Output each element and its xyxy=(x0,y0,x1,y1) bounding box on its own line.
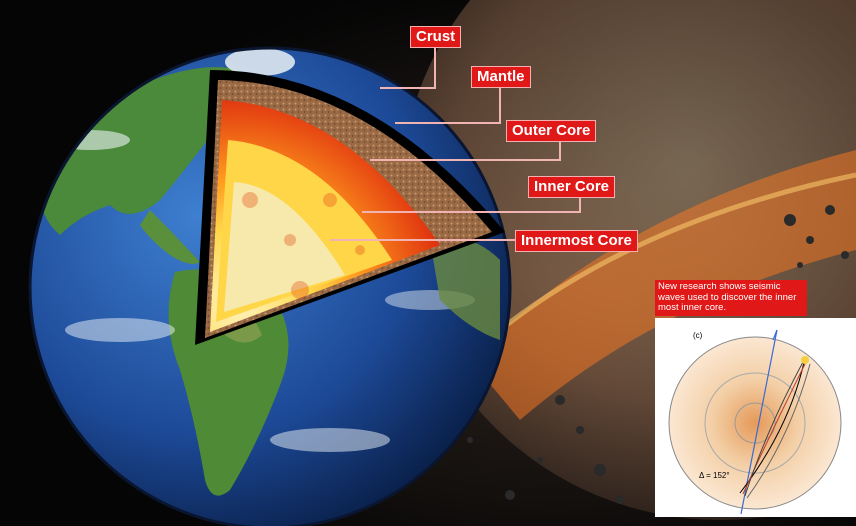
label-crust: Crust xyxy=(410,26,461,48)
label-innermost-core: Innermost Core xyxy=(515,230,638,252)
inset-caption: New research shows seismic waves used to… xyxy=(655,280,807,316)
seismic-diagram: (c) Δ = 152° xyxy=(655,318,856,517)
label-mantle: Mantle xyxy=(471,66,531,88)
inset-angle-label: Δ = 152° xyxy=(699,471,730,480)
label-outer-core: Outer Core xyxy=(506,120,596,142)
label-inner-core: Inner Core xyxy=(528,176,615,198)
seismic-inset-panel: (c) Δ = 152° xyxy=(655,318,856,517)
earth-outline xyxy=(669,337,841,509)
station-marker xyxy=(801,356,809,364)
inset-panel-tag: (c) xyxy=(693,331,703,340)
